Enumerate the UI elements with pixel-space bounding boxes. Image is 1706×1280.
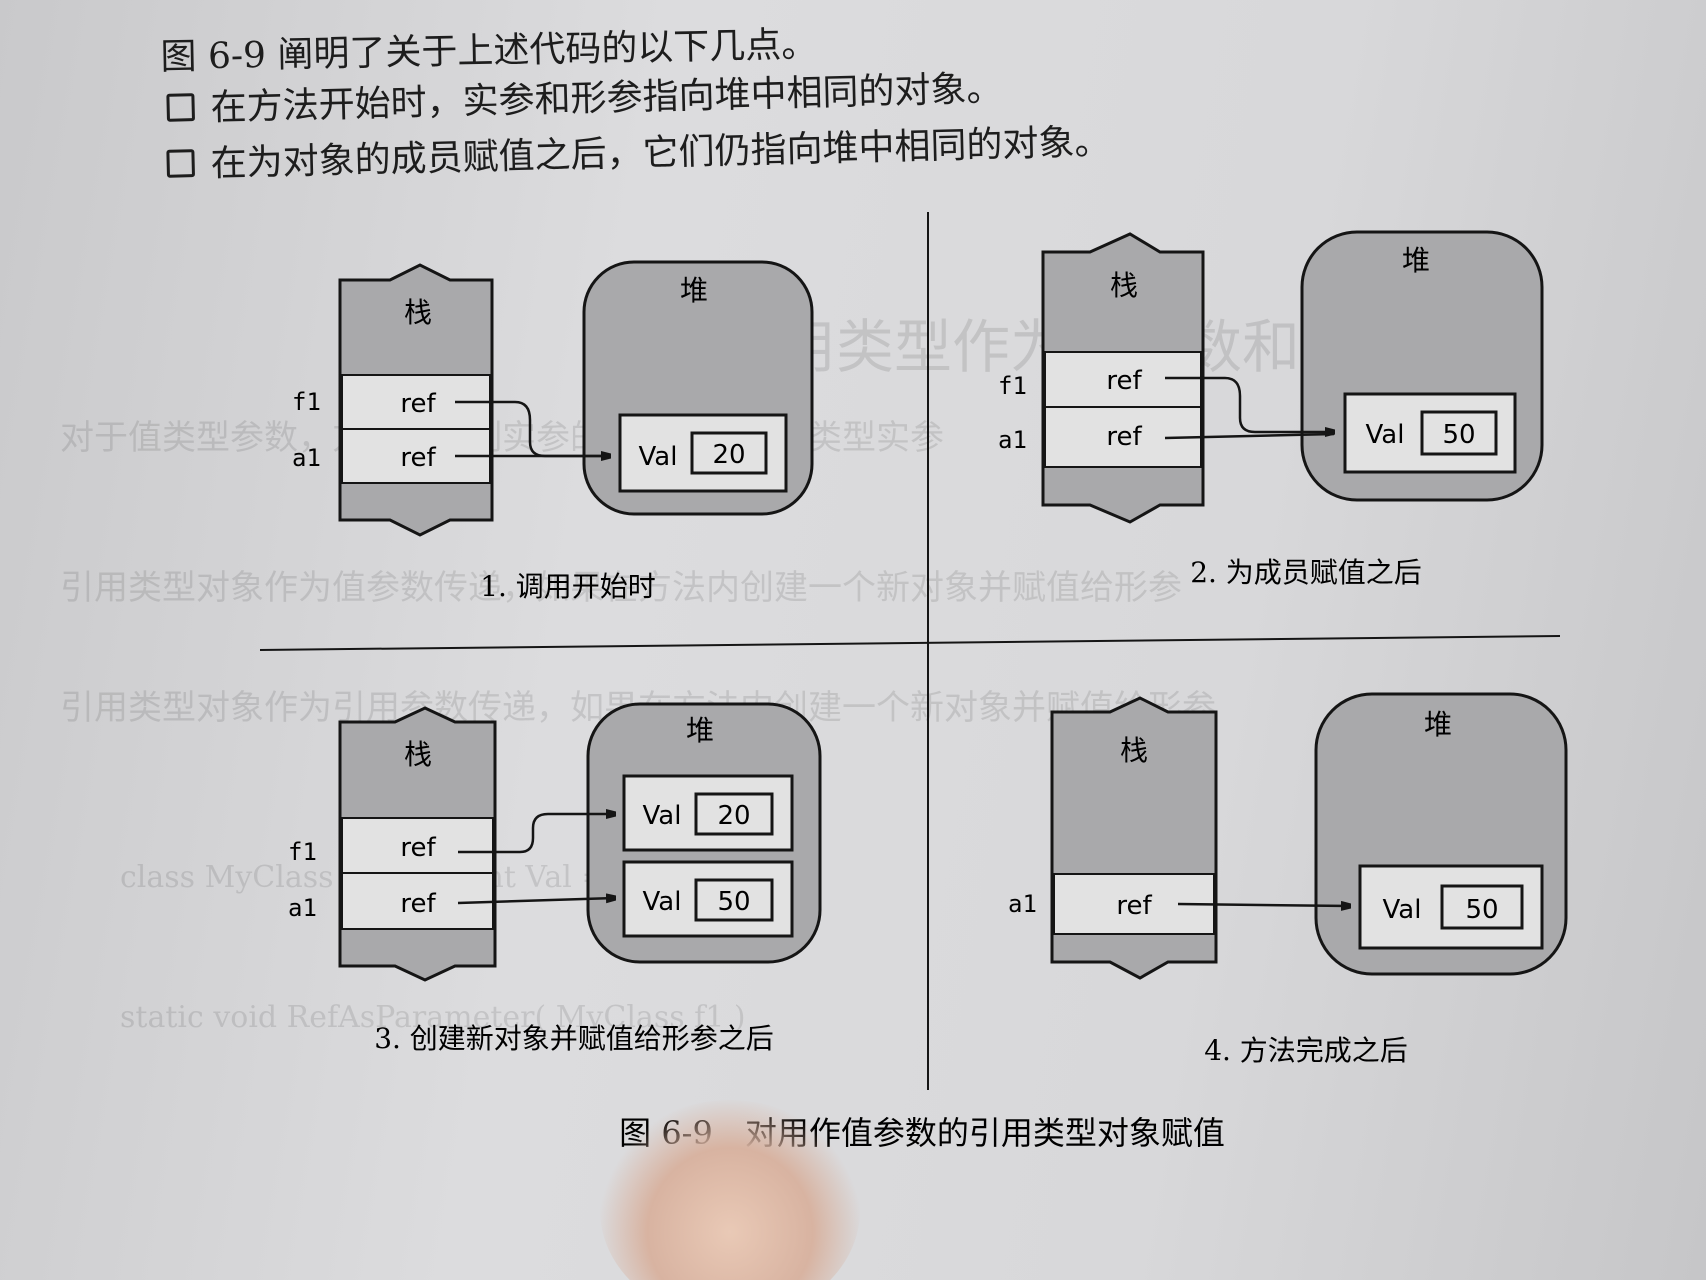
val-label: Val [643, 801, 682, 831]
var-label-f1: f1 [292, 388, 321, 416]
bleed-through-text: static void RefAsParameter( MyClass f1 ) [120, 1000, 746, 1035]
heap-label: 堆 [1424, 708, 1452, 741]
stack-label: 栈 [404, 738, 432, 771]
val-value: 20 [717, 801, 750, 831]
ref-label: ref [400, 443, 436, 473]
ref-label: ref [400, 833, 436, 863]
stack-slot-f1 [1044, 351, 1202, 408]
val-box [1420, 410, 1498, 456]
val-label: Val [643, 887, 682, 917]
heap-label: 堆 [686, 714, 714, 747]
stack-label: 栈 [1120, 734, 1148, 767]
var-label-a1: a1 [292, 444, 321, 472]
stack-slot-a1 [341, 872, 494, 930]
val-box [1440, 884, 1524, 930]
val-value: 50 [717, 887, 750, 917]
heap-label: 堆 [680, 274, 708, 307]
ref-arrow [1164, 432, 1335, 440]
ref-label: ref [400, 889, 436, 919]
val-label: Val [639, 442, 678, 472]
var-label-f1: f1 [288, 838, 317, 866]
stack-slot-f1 [341, 817, 494, 874]
bleed-through-text: 引用类型对象作为值参数传递，如果在方法内创建一个新对象并赋值给形参 [60, 568, 1182, 608]
val-value: 50 [1442, 420, 1475, 450]
panel-caption: 2. 为成员赋值之后 [1190, 556, 1422, 589]
panel-4: 栈 ref a1 堆 Val 50 4. 方法完成之后 [1008, 692, 1568, 1067]
stack-label: 栈 [404, 296, 432, 329]
divider-horizontal [259, 635, 1561, 651]
val-box [690, 431, 768, 475]
ref-arrow [458, 814, 615, 854]
panel-caption: 1. 调用开始时 [480, 570, 656, 603]
var-label-a1: a1 [288, 894, 317, 922]
panel-2: 栈 ref ref f1 a1 堆 Val 50 2. 为成员赋值之后 [998, 230, 1544, 589]
ref-arrow [457, 898, 615, 905]
var-label-a1: a1 [998, 426, 1027, 454]
var-label-a1: a1 [1008, 890, 1037, 918]
panel-caption: 3. 创建新对象并赋值给形参之后 [374, 1022, 774, 1055]
ref-label: ref [1116, 891, 1152, 921]
ref-label: ref [1106, 422, 1142, 452]
panel-caption: 4. 方法完成之后 [1204, 1034, 1408, 1067]
val-label: Val [1383, 895, 1422, 925]
ref-arrow [1177, 904, 1350, 906]
panel-3: 栈 ref ref f1 a1 堆 Val 20 Val 50 3. 创建新对象… [288, 702, 822, 1055]
thumb-shadow [600, 1100, 860, 1280]
val-value: 50 [1465, 895, 1498, 925]
val-box [694, 878, 774, 922]
val-box [694, 792, 774, 836]
panel-1: 栈 ref ref f1 a1 堆 Val 20 1. 调用开始时 [292, 260, 814, 603]
ref-label: ref [400, 389, 436, 419]
val-value: 20 [712, 440, 745, 470]
ref-label: ref [1106, 366, 1142, 396]
stack-label: 栈 [1110, 269, 1138, 302]
ref-arrow [1165, 376, 1334, 432]
heap-label: 堆 [1402, 244, 1430, 277]
var-label-f1: f1 [998, 372, 1027, 400]
val-label: Val [1366, 420, 1405, 450]
